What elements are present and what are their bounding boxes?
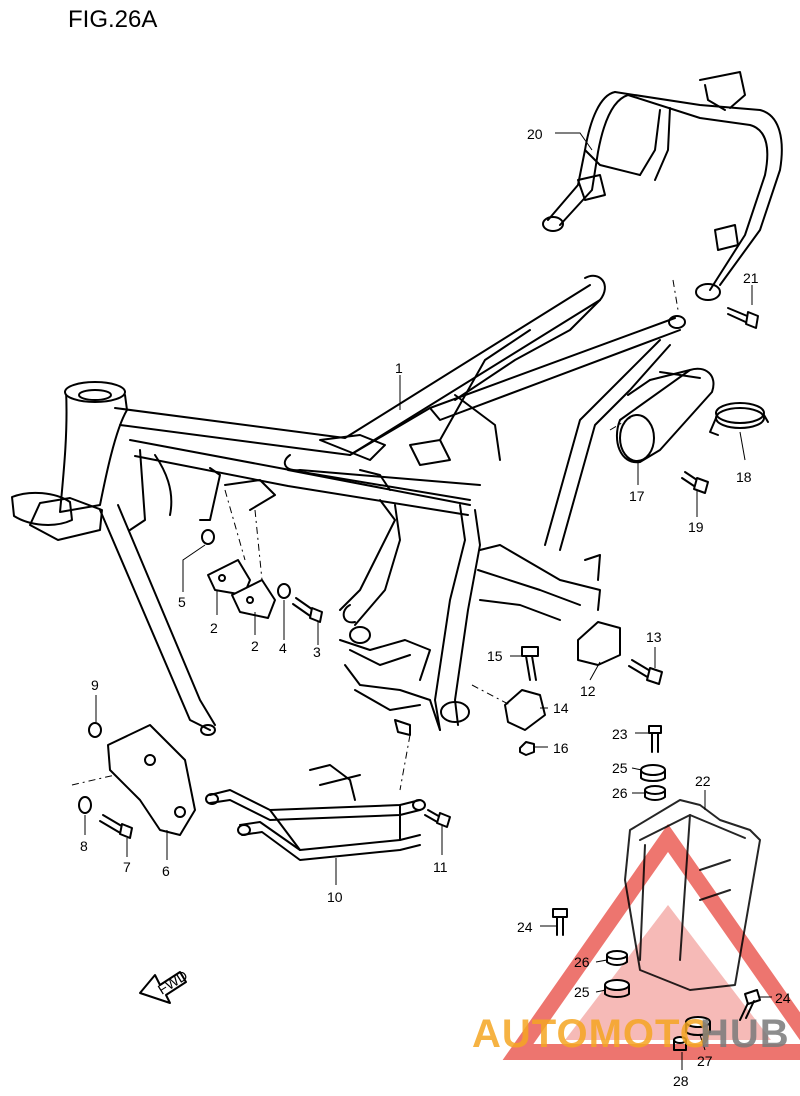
callout-20: 20 xyxy=(527,126,543,142)
callout-17: 17 xyxy=(629,488,645,504)
main-frame xyxy=(11,274,686,736)
rear-carrier xyxy=(542,71,783,301)
watermark-word-automoto: AUTOMOTO xyxy=(472,1012,712,1056)
cushion-12 xyxy=(577,621,621,666)
callout-28: 28 xyxy=(673,1073,689,1089)
collar-26-lower xyxy=(606,950,628,966)
bolt-24-right xyxy=(739,989,761,1021)
callout-10: 10 xyxy=(327,889,343,905)
callout-23: 23 xyxy=(612,726,628,742)
callout-2a: 2 xyxy=(210,620,218,636)
tool-box-band xyxy=(709,402,769,436)
callout-5: 5 xyxy=(178,594,186,610)
battery-case-22 xyxy=(624,799,761,991)
lower-cradle-10 xyxy=(205,764,426,861)
callout-15: 15 xyxy=(487,648,503,664)
collar-5 xyxy=(201,529,215,545)
collar-26-upper xyxy=(644,785,666,801)
bolt-21 xyxy=(727,307,759,329)
cushion-25-lower xyxy=(604,979,630,998)
washer-8 xyxy=(78,796,92,814)
watermark-triangle-outer xyxy=(502,824,800,1060)
callout-24b: 24 xyxy=(775,990,791,1006)
callout-18: 18 xyxy=(736,469,752,485)
callout-12: 12 xyxy=(580,683,596,699)
front-bracket-6 xyxy=(107,724,196,836)
bolt-24-left xyxy=(552,908,568,936)
cushion-27 xyxy=(685,1016,711,1036)
nut-16 xyxy=(519,741,535,756)
callout-24a: 24 xyxy=(517,919,533,935)
watermark-triangle-inner xyxy=(565,905,771,1040)
watermark-word-hub: HUB xyxy=(700,1012,790,1056)
bolt-23 xyxy=(648,725,662,753)
callout-21: 21 xyxy=(743,270,759,286)
leader-lines xyxy=(84,132,772,1070)
bolt-3 xyxy=(292,597,323,623)
callout-27: 27 xyxy=(697,1053,713,1069)
callout-14: 14 xyxy=(553,700,569,716)
bolt-19 xyxy=(681,471,709,494)
watermark-logo xyxy=(502,824,800,1060)
callout-22: 22 xyxy=(695,773,711,789)
callout-4: 4 xyxy=(279,640,287,656)
tool-box xyxy=(615,367,715,464)
bolt-15 xyxy=(521,646,539,681)
fwd-label: FWD xyxy=(155,967,191,997)
callout-labels: 1 2 2 3 4 5 6 7 8 9 10 11 12 13 14 15 16… xyxy=(80,126,791,1089)
callout-13: 13 xyxy=(646,629,662,645)
callout-25a: 25 xyxy=(612,760,628,776)
bolt-13 xyxy=(628,659,663,685)
collar-28 xyxy=(673,1036,687,1051)
watermark-text: AUTOMOTO HUB xyxy=(472,1012,790,1056)
callout-16: 16 xyxy=(553,740,569,756)
callout-8: 8 xyxy=(80,838,88,854)
assembly-lines xyxy=(71,279,679,791)
bolt-11 xyxy=(424,809,451,828)
callout-26b: 26 xyxy=(574,954,590,970)
callout-1: 1 xyxy=(395,360,403,376)
callout-25b: 25 xyxy=(574,984,590,1000)
bolt-7 xyxy=(99,814,133,839)
fwd-arrow: FWD xyxy=(139,967,191,1004)
figure-title: FIG.26A xyxy=(68,6,157,33)
nut-9 xyxy=(88,722,102,738)
cushion-25-upper xyxy=(640,764,666,782)
washer-4 xyxy=(277,583,291,599)
callout-11: 11 xyxy=(433,859,448,875)
engine-brackets-2 xyxy=(207,559,276,619)
callout-9: 9 xyxy=(91,677,99,693)
callout-19: 19 xyxy=(688,519,704,535)
callout-6: 6 xyxy=(162,863,170,879)
cushion-14 xyxy=(504,689,546,731)
callout-2b: 2 xyxy=(251,638,259,654)
callout-3: 3 xyxy=(313,644,321,660)
callout-26a: 26 xyxy=(612,785,628,801)
callout-7: 7 xyxy=(123,859,131,875)
